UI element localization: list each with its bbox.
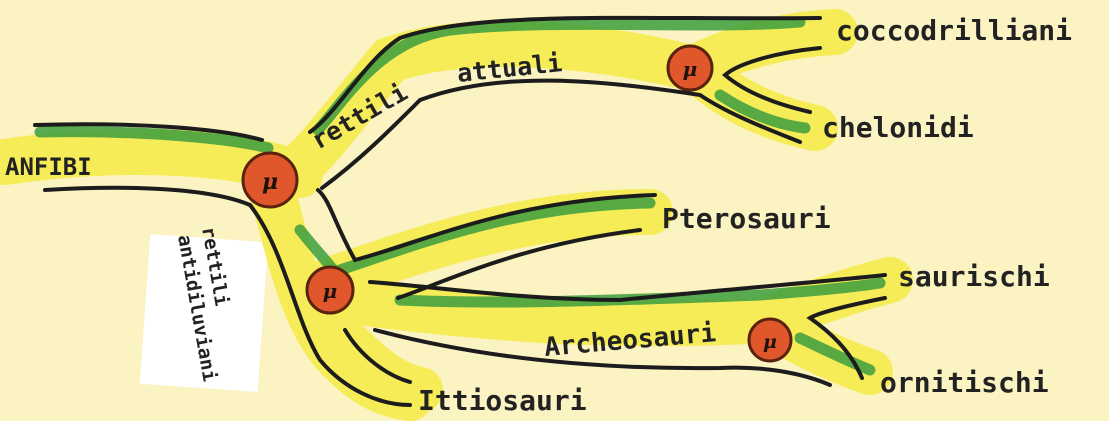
svg-text:μ: μ: [323, 279, 338, 303]
svg-text:μ: μ: [683, 57, 698, 81]
svg-text:μ: μ: [763, 331, 777, 353]
node-4: μ: [749, 319, 791, 361]
node-3: μ: [668, 46, 712, 90]
label-saurischi: saurischi: [898, 260, 1050, 293]
label-ittiosauri: Ittiosauri: [418, 384, 587, 417]
label-anfibi: ANFIBI: [5, 153, 92, 181]
label-pterosauri: Pterosauri: [662, 202, 831, 235]
label-chelonidi: chelonidi: [822, 111, 974, 144]
node-1: μ: [243, 153, 297, 207]
svg-text:μ: μ: [262, 169, 278, 195]
node-2: μ: [307, 267, 353, 313]
label-ornitischi: ornitischi: [880, 366, 1049, 399]
label-coccodrilliani: coccodrilliani: [836, 14, 1072, 47]
